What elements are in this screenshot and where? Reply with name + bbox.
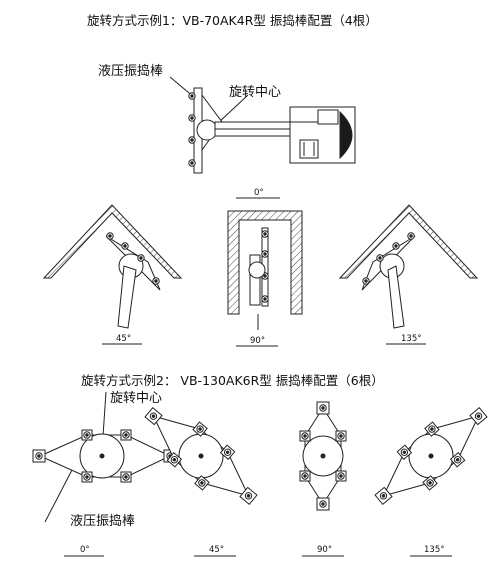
vibrator-label-1: 液压振捣棒 xyxy=(98,64,164,79)
angle-label-2-45: 45° xyxy=(209,545,225,555)
angle-label-2-0: 0° xyxy=(80,545,90,555)
rotation-diagram-135 xyxy=(374,406,488,506)
leader-lines-2 xyxy=(44,391,107,523)
angle-label-1-135: 135° xyxy=(401,334,422,344)
rotation-diagram-90 xyxy=(299,401,347,511)
rotation-center-label-1: 旋转中心 xyxy=(229,85,282,100)
rotation-diagram-0 xyxy=(32,429,177,483)
angle-label-1-45: 45° xyxy=(116,334,132,344)
vibrator-label-2: 液压振捣棒 xyxy=(70,514,136,529)
angle-diagram-135 xyxy=(338,204,479,329)
rotation-diagram-45 xyxy=(144,406,258,506)
section1-title: 旋转方式示例1：VB-70AK4R型 振捣棒配置（4根） xyxy=(87,13,378,28)
angle-diagram-45 xyxy=(42,204,183,329)
top-assembly xyxy=(169,76,356,174)
angle-label-2-135: 135° xyxy=(424,545,445,555)
section2-title: 旋转方式示例2： VB-130AK6R型 振捣棒配置（6根） xyxy=(81,373,384,388)
angle-label-1-90: 90° xyxy=(250,336,266,346)
angle-label-2-90: 90° xyxy=(317,545,333,555)
rotation-center-label-2: 旋转中心 xyxy=(110,391,163,406)
angle-label-1-0: 0° xyxy=(254,188,264,198)
angle-underlines xyxy=(64,197,452,557)
angle-diagram-0 xyxy=(227,210,303,330)
